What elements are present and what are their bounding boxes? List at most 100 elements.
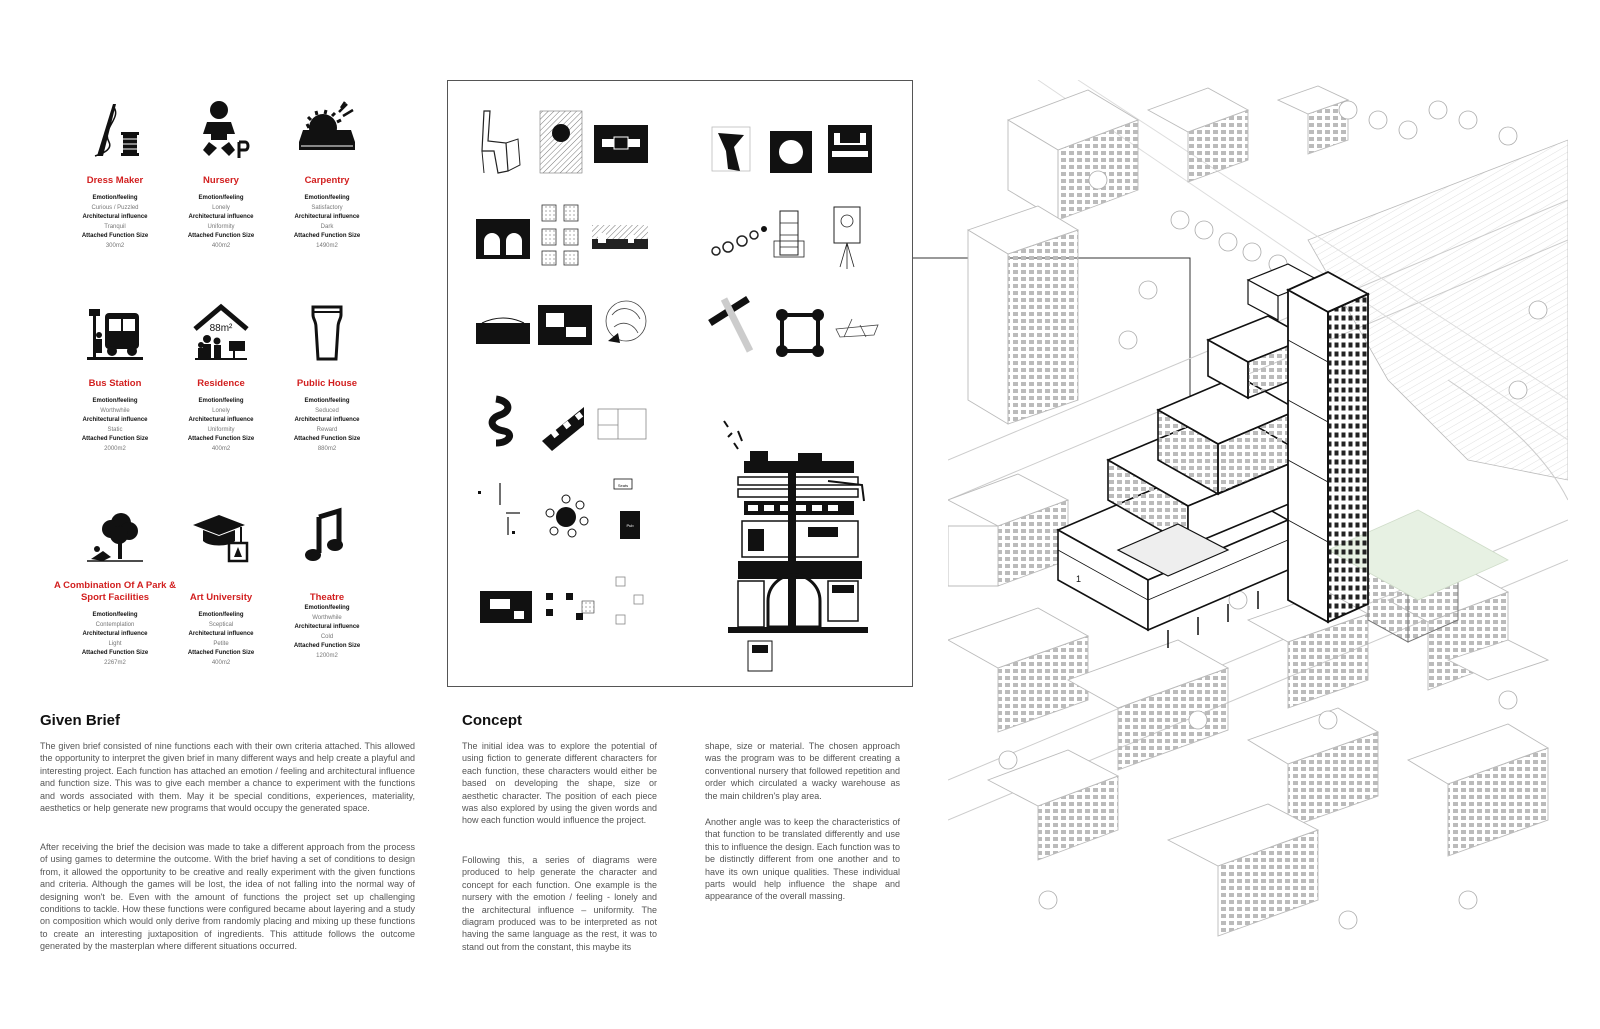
influence-value: Dark: [320, 223, 334, 230]
pint-glass-icon: [272, 298, 382, 368]
crane-sketch-diagram: [835, 318, 879, 338]
concept-heading: Concept: [462, 712, 522, 729]
emotion-label: Emotion/feeling: [198, 195, 244, 201]
collage-tower-diagram: [723, 420, 868, 672]
influence-label: Architectural influence: [82, 417, 148, 423]
size-label: Attached Function Size: [187, 436, 255, 442]
emotion-label: Emotion/feeling: [304, 195, 350, 201]
outline-squares-diagram: [615, 576, 644, 625]
function-name: Nursery: [203, 175, 239, 186]
function-name: Dress Maker: [86, 175, 144, 186]
concept-diagram-panel: Seats Pub: [447, 80, 913, 687]
seats-label: Seats: [618, 483, 628, 488]
arches-diagram: [476, 219, 530, 259]
emotion-value: Seduced: [315, 407, 339, 414]
size-value: 300m2: [105, 242, 125, 249]
size-label: Attached Function Size: [81, 650, 149, 656]
house-icon: 88m²: [166, 298, 276, 368]
bridge-diagram: [476, 317, 530, 344]
featured-building: [1056, 263, 1371, 648]
music-note-icon: [272, 500, 382, 570]
function-card-carpentry: Carpentry Emotion/feeling Satisfactory A…: [272, 95, 382, 251]
bus-icon: [60, 298, 170, 368]
building-number-label: 1: [1076, 574, 1081, 584]
emotion-label: Emotion/feeling: [92, 398, 138, 404]
size-label: Attached Function Size: [81, 436, 149, 442]
sewing-needle-icon: [60, 95, 170, 165]
residence-area-text: 88m²: [210, 323, 233, 334]
function-name: Public House: [296, 378, 358, 389]
brief-paragraph-1: The given brief consisted of nine functi…: [40, 741, 415, 814]
influence-value: Light: [108, 640, 122, 647]
brief-heading: Given Brief: [40, 712, 121, 729]
emotion-value: Contemplation: [95, 621, 135, 628]
flower-ring-diagram: [545, 494, 589, 538]
crossing-beams-diagram: [708, 296, 754, 353]
people-row-diagram: [711, 226, 767, 256]
checker-dots-diagram: [546, 593, 595, 620]
brief-paragraph-2: After receiving the brief the decision w…: [40, 842, 415, 952]
stacked-block-diagram: [828, 125, 872, 173]
function-name: Theatre: [309, 592, 345, 603]
tower-sketch-diagram: [773, 210, 805, 258]
emotion-label: Emotion/feeling: [92, 612, 138, 618]
concept-col1-paragraph-1: The initial idea was to explore the pote…: [462, 741, 657, 826]
function-card-dress-maker: Dress Maker Emotion/feeling Curious / Pu…: [60, 95, 170, 251]
emotion-value: Sceptical: [208, 621, 234, 628]
function-name: Carpentry: [304, 175, 350, 186]
emotion-label: Emotion/feeling: [304, 605, 350, 611]
function-card-art-university: Art University Emotion/feeling Sceptical…: [166, 500, 276, 668]
influence-label: Architectural influence: [82, 631, 148, 637]
emotion-label: Emotion/feeling: [198, 612, 244, 618]
function-name: Art University: [189, 592, 253, 603]
sketch-bubble-diagram: [605, 300, 647, 343]
function-card-residence: 88m² Residence Emotion/feeling Lonely Ar…: [166, 298, 276, 454]
concept-diagrams: Seats Pub: [476, 110, 879, 672]
influence-value: Cold: [320, 633, 334, 640]
site-axonometric: 1: [948, 80, 1568, 950]
axonometric-drawing: 1: [948, 80, 1568, 937]
black-block-plan-diagram: [480, 591, 532, 623]
size-label: Attached Function Size: [187, 233, 255, 239]
influence-label: Architectural influence: [82, 214, 148, 220]
function-card-nursery: Nursery Emotion/feeling Lonely Architect…: [166, 95, 276, 251]
size-value: 1200m2: [316, 652, 338, 659]
influence-label: Architectural influence: [188, 631, 254, 637]
emotion-value: Lonely: [212, 407, 230, 414]
line-field-diagram: [592, 225, 648, 249]
tree-icon: [60, 500, 170, 570]
emotion-value: Worthwhile: [312, 614, 342, 621]
size-label: Attached Function Size: [187, 650, 255, 656]
concept-col2-paragraph-2: Another angle was to keep the characteri…: [705, 817, 900, 902]
stair-diagram: [542, 407, 584, 451]
size-label: Attached Function Size: [81, 233, 149, 239]
emotion-label: Emotion/feeling: [92, 195, 138, 201]
influence-value: Uniformity: [207, 223, 235, 230]
seats-pub-diagram: Seats Pub: [613, 478, 640, 539]
size-label: Attached Function Size: [293, 233, 361, 239]
influence-value: Uniformity: [207, 426, 235, 433]
size-value: 880m2: [317, 445, 337, 452]
influence-value: Reward: [316, 426, 338, 433]
size-label: Attached Function Size: [293, 436, 361, 442]
spiral-column-diagram: [488, 395, 513, 447]
size-value: 2000m2: [104, 445, 126, 452]
emotion-value: Curious / Puzzled: [91, 204, 139, 211]
graduation-cap-icon: [166, 500, 276, 570]
emotion-value: Lonely: [212, 204, 230, 211]
influence-value: Static: [107, 426, 123, 433]
emotion-label: Emotion/feeling: [198, 398, 244, 404]
influence-label: Architectural influence: [188, 417, 254, 423]
pub-label: Pub: [626, 523, 634, 528]
influence-label: Architectural influence: [188, 214, 254, 220]
size-value: 400m2: [211, 445, 231, 452]
figure-cube-diagram: [711, 126, 751, 172]
concept-col1-paragraph-2: Following this, a series of diagrams wer…: [462, 855, 657, 952]
function-name: A Combination Of A Park & Sport Faciliti…: [54, 580, 176, 603]
size-value: 2267m2: [104, 659, 126, 666]
function-card-bus-station: Bus Station Emotion/feeling Worthwhile A…: [60, 298, 170, 454]
size-value: 400m2: [211, 659, 231, 666]
floorplan-sketch-diagram: [597, 408, 647, 440]
function-card-park-sport: A Combination Of A Park & Sport Faciliti…: [54, 500, 176, 668]
black-panel-diagram: [594, 125, 648, 163]
